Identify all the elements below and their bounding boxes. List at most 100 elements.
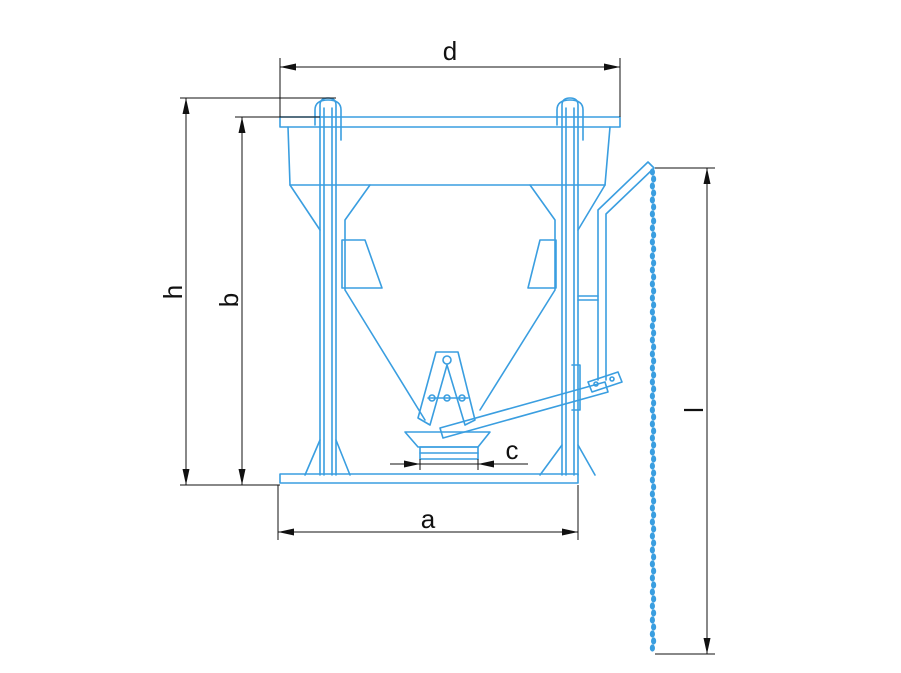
top-rim xyxy=(279,116,621,128)
chain-link xyxy=(651,567,657,575)
gate-pivot xyxy=(442,355,452,365)
clamp-bolt-2 xyxy=(609,376,615,382)
chain-link xyxy=(649,420,656,428)
cone-right xyxy=(479,184,556,411)
gate-bolt-left xyxy=(428,394,436,402)
chain-link xyxy=(649,518,656,526)
chain-link xyxy=(649,350,656,358)
chain-link xyxy=(649,210,656,218)
chain-link xyxy=(651,217,657,225)
chain-link xyxy=(651,371,657,379)
chain-link xyxy=(651,623,657,631)
chain-link xyxy=(651,343,657,351)
chain-link xyxy=(651,301,657,309)
chain-link xyxy=(649,224,656,232)
label-c: c xyxy=(506,435,519,465)
chain-link xyxy=(651,539,657,547)
label-l: l xyxy=(679,407,709,413)
chain-link xyxy=(651,259,657,267)
chain-link xyxy=(651,357,657,365)
chain-link xyxy=(651,175,657,183)
right-post xyxy=(561,97,579,476)
left-lifting-hook xyxy=(314,99,342,141)
chain-link xyxy=(649,308,656,316)
chain-link xyxy=(649,644,656,652)
chain-link xyxy=(651,273,657,281)
chain-link xyxy=(651,315,657,323)
chain-link xyxy=(651,581,657,589)
clamp-bolt-1 xyxy=(593,381,599,387)
chain-link xyxy=(651,483,657,491)
label-d: d xyxy=(443,36,457,66)
chain-link xyxy=(651,189,657,197)
chain-link xyxy=(649,560,656,568)
chain-link xyxy=(649,406,656,414)
chain-link xyxy=(649,168,656,176)
lever-arm xyxy=(439,381,609,439)
chain-link xyxy=(649,490,656,498)
chain-link xyxy=(649,238,656,246)
chain-link xyxy=(649,462,656,470)
right-post-inner xyxy=(565,107,575,476)
label-b: b xyxy=(214,293,244,307)
chain-link xyxy=(651,441,657,449)
side-gussets xyxy=(289,184,606,231)
chain-link xyxy=(649,378,656,386)
chain-link xyxy=(651,329,657,337)
chain-link xyxy=(649,588,656,596)
chain-link xyxy=(651,609,657,617)
dimension-h: h xyxy=(158,97,336,486)
chain-link xyxy=(649,364,656,372)
left-bracket xyxy=(341,239,383,289)
chain-link xyxy=(649,630,656,638)
left-legs xyxy=(304,439,351,476)
chain-link xyxy=(651,231,657,239)
chain-link xyxy=(649,336,656,344)
chain-link xyxy=(651,595,657,603)
gate-frame xyxy=(417,351,476,426)
chain-link xyxy=(649,294,656,302)
chain-link xyxy=(649,546,656,554)
dimension-a: a xyxy=(277,485,579,540)
chain-link xyxy=(649,182,656,190)
chain-link xyxy=(651,287,657,295)
chain-link xyxy=(649,616,656,624)
chain-link xyxy=(649,476,656,484)
gate-bolt-right xyxy=(458,394,466,402)
chain-link xyxy=(649,322,656,330)
chain-link xyxy=(649,448,656,456)
chain-link xyxy=(649,504,656,512)
chain-link xyxy=(651,525,657,533)
chain-link xyxy=(649,392,656,400)
chain-link xyxy=(651,469,657,477)
chain-link xyxy=(651,637,657,645)
chain-link xyxy=(649,280,656,288)
chain-link xyxy=(651,427,657,435)
left-post-inner xyxy=(323,107,333,476)
right-lifting-hook xyxy=(556,99,584,141)
chain-link xyxy=(651,245,657,253)
chain-link xyxy=(651,497,657,505)
chain-link xyxy=(649,252,656,260)
chain-link xyxy=(649,532,656,540)
handle-clamp xyxy=(587,371,623,393)
chain-link xyxy=(651,455,657,463)
dimension-b: b xyxy=(214,116,320,485)
base-plate xyxy=(279,473,579,484)
outlet-funnel xyxy=(404,431,491,448)
dimension-c: c xyxy=(390,435,528,470)
label-a: a xyxy=(421,504,436,534)
bucket-outline xyxy=(279,97,655,484)
chain-link xyxy=(649,574,656,582)
dimension-d: d xyxy=(279,36,621,117)
chain-link xyxy=(651,399,657,407)
chain-link xyxy=(651,203,657,211)
chain-link xyxy=(649,602,656,610)
release-handle xyxy=(597,161,655,381)
upper-body xyxy=(287,126,611,186)
right-legs xyxy=(539,444,596,476)
chain-link xyxy=(651,511,657,519)
gate-bolt-center xyxy=(443,394,451,402)
release-chain xyxy=(649,168,657,652)
